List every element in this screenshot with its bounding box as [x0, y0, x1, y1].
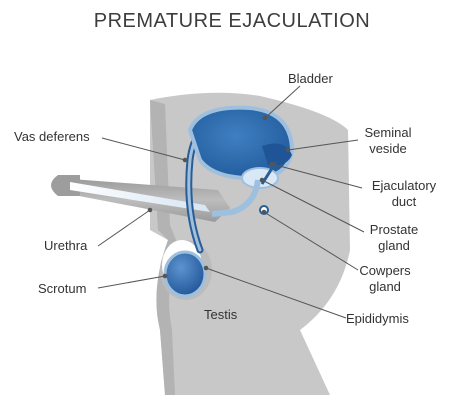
leader-dot-urethra	[147, 207, 153, 213]
label-seminal-line2: veside	[369, 141, 407, 156]
leader-dot-ejaculatory	[269, 161, 275, 167]
leader-lines	[97, 85, 365, 319]
label-vas-deferens: Vas deferens	[14, 129, 90, 144]
glans	[51, 175, 80, 196]
diagram-title: PREMATURE EJACULATION	[93, 10, 371, 32]
leader-cowpers	[263, 211, 359, 271]
leader-dot-scrotum	[162, 273, 168, 279]
leader-scrotum	[97, 275, 166, 289]
leader-bladder	[264, 85, 301, 119]
label-seminal-vesicle: Seminal veside	[356, 125, 420, 157]
label-ejaculatory-line2: duct	[391, 194, 417, 209]
urethra-duct	[211, 179, 261, 217]
leader-ejaculatory	[271, 163, 363, 189]
label-prostate-line1: Prostate	[369, 222, 419, 237]
leader-urethra	[97, 209, 151, 247]
label-ejaculatory-duct: Ejaculatory duct	[364, 178, 444, 210]
leader-prostate	[261, 179, 365, 233]
leader-dot-prostate	[259, 177, 265, 183]
leader-seminal	[287, 139, 359, 151]
pelvis-body	[150, 92, 350, 396]
leader-dot-epididymis	[203, 265, 209, 271]
label-cowpers-line1: Cowpers	[359, 263, 411, 278]
leader-epididymis	[205, 267, 347, 319]
label-testis: Testis	[204, 307, 238, 322]
leader-dot-vas	[182, 157, 188, 163]
bladder-wall	[187, 105, 295, 181]
leader-dot-cowpers	[261, 209, 267, 215]
leader-vas	[101, 137, 186, 161]
label-seminal-line1: Seminal	[364, 125, 412, 140]
label-scrotum: Scrotum	[38, 281, 87, 296]
label-prostate-gland: Prostate gland	[360, 222, 428, 254]
leader-dot-bladder	[262, 115, 268, 121]
seminal-vesicle-shape	[262, 143, 292, 166]
testis-shape	[163, 250, 207, 298]
urethra-channel	[70, 182, 210, 212]
ejaculatory-duct	[260, 161, 278, 185]
label-prostate-line2: gland	[378, 238, 410, 253]
label-cowpers-gland: Cowpers gland	[352, 263, 418, 295]
label-epididymis: Epididymis	[346, 311, 409, 326]
pelvis-shadow	[150, 100, 178, 395]
label-ejaculatory-line1: Ejaculatory	[371, 178, 437, 193]
label-urethra: Urethra	[44, 238, 88, 253]
label-cowpers-line2: gland	[369, 279, 401, 294]
leader-dot-seminal	[285, 147, 291, 153]
label-bladder: Bladder	[288, 71, 333, 86]
